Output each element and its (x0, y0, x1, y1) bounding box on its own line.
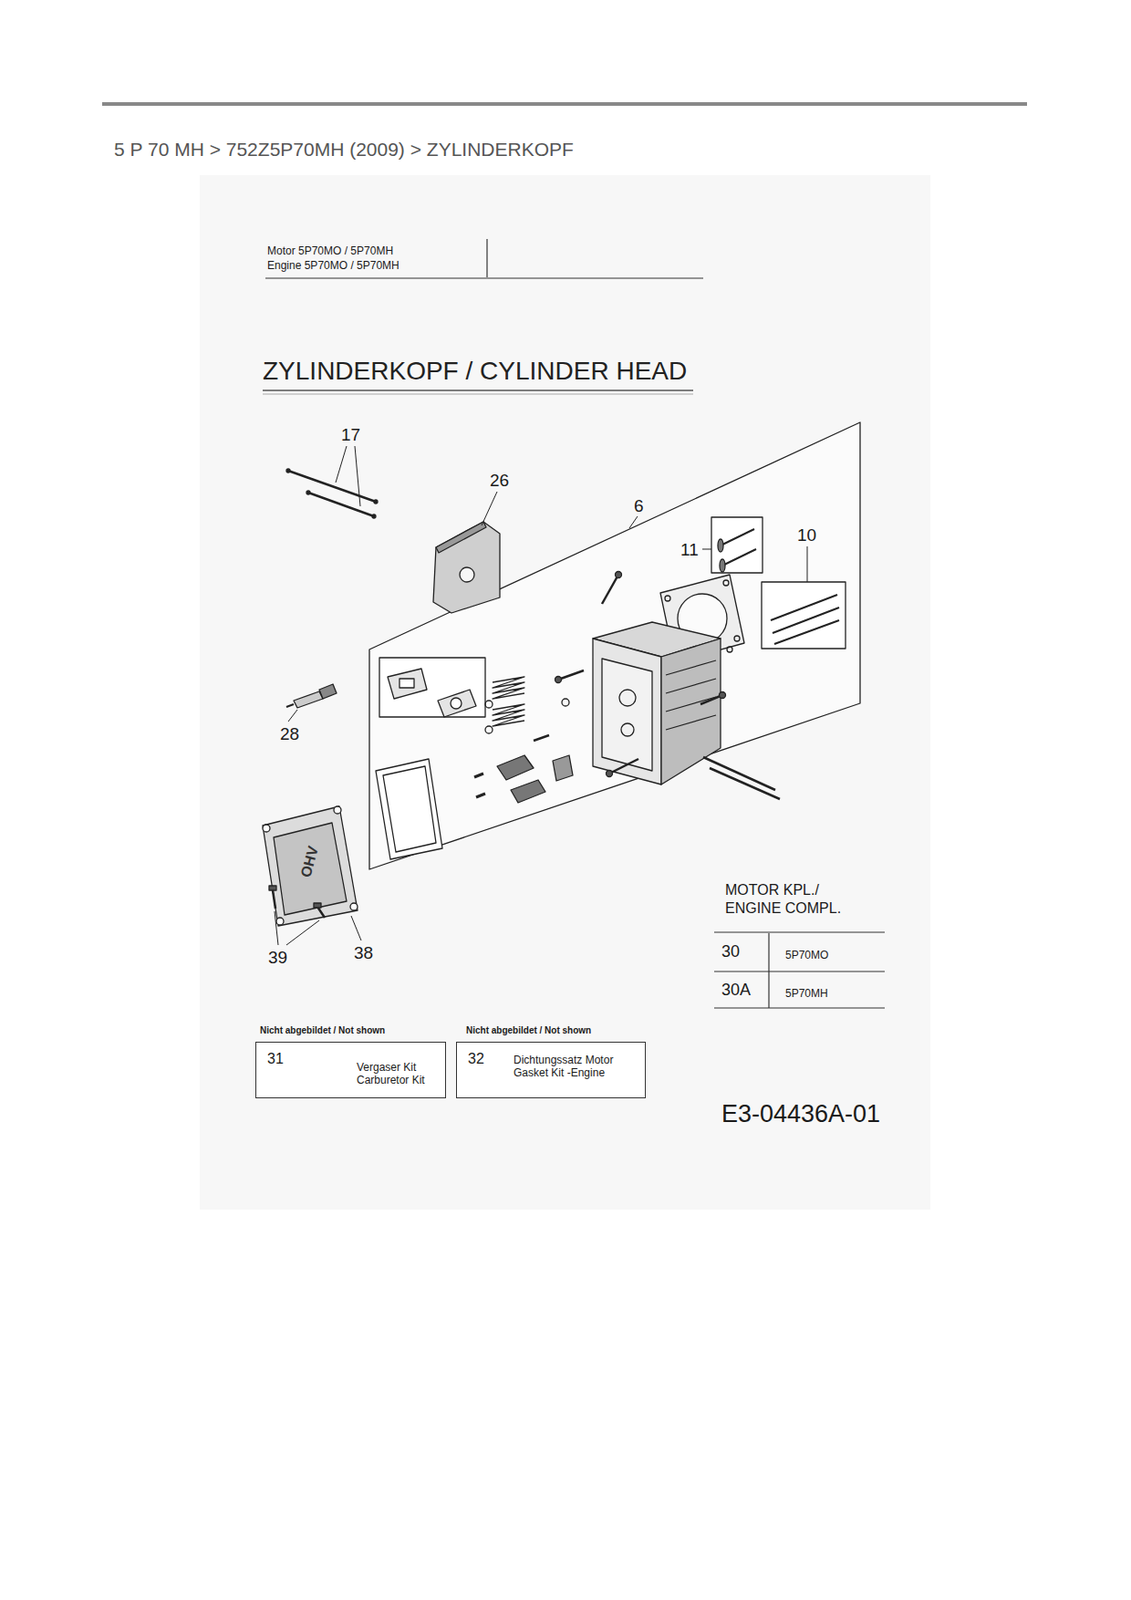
engine-header: Motor 5P70MO / 5P70MH Engine 5P70MO / 5P… (267, 244, 427, 273)
part-name: Dichtungssatz Motor Gasket Kit -Engine (513, 1053, 631, 1080)
leader-lines (274, 446, 808, 945)
table-lines (257, 238, 885, 1071)
breadcrumb: 5 P 70 MH > 752Z5P70MH (2009) > ZYLINDER… (114, 137, 574, 161)
drawing-number: E3-04436A-01 (721, 1099, 881, 1129)
table-heading: MOTOR KPL./ ENGINE COMPL. (725, 881, 862, 918)
part-number: 31 (267, 1049, 284, 1068)
part-number: 32 (467, 1049, 485, 1068)
drawing-number: E3-04436A-01 (721, 1099, 881, 1129)
cover-marking: OHV (297, 843, 323, 879)
callout-number: 28 (280, 724, 300, 746)
part-name: Vergaser Kit Carburetor Kit (356, 1060, 441, 1088)
callout-number: 6 (633, 496, 644, 518)
callout-number: 28 (280, 724, 300, 746)
not-shown-note: Nicht abgebildet / Not shown (466, 1025, 592, 1037)
diagram-title: ZYLINDERKOPF / CYLINDER HEAD (262, 355, 687, 387)
callout-number: 10 (797, 525, 817, 547)
part-name: Dichtungssatz Motor Gasket Kit -Engine (513, 1053, 631, 1080)
callout-number: 17 (341, 425, 361, 447)
callout-number: 39 (268, 947, 288, 969)
drawing-ground (199, 175, 931, 1210)
part-number: 32 (467, 1049, 485, 1068)
cover-marking: OHV (297, 843, 323, 879)
callout-number: 39 (268, 947, 288, 969)
callout-number: 11 (680, 539, 699, 561)
table-heading: MOTOR KPL./ ENGINE COMPL. (725, 881, 862, 918)
not-shown-note: Nicht abgebildet / Not shown (259, 1025, 385, 1037)
engine-header: Motor 5P70MO / 5P70MH Engine 5P70MO / 5P… (267, 244, 427, 273)
callout-number: 11 (680, 539, 699, 561)
not-shown-note: Nicht abgebildet / Not shown (259, 1025, 385, 1037)
callout-number: 26 (489, 470, 509, 492)
table-cell: 30 (721, 942, 740, 963)
callout-number: 17 (341, 425, 361, 447)
part-number: 31 (267, 1049, 284, 1068)
breadcrumb: 5 P 70 MH > 752Z5P70MH (2009) > ZYLINDER… (114, 137, 574, 161)
table-cell: 30A (721, 980, 751, 1001)
exploded-view (262, 422, 861, 926)
kit-box: Nicht abgebildet / Not shown32Dichtungss… (456, 1041, 646, 1099)
top-rule (102, 102, 1028, 106)
table-cell: 5P70MH (785, 986, 829, 1000)
part-name: Vergaser Kit Carburetor Kit (356, 1060, 441, 1088)
callout-number: 38 (353, 943, 374, 965)
table-cell: 5P70MO (785, 948, 829, 962)
title-holder: ZYLINDERKOPF / CYLINDER HEAD (262, 355, 687, 387)
title-underline (262, 390, 694, 395)
table-cell: 5P70MO (785, 948, 829, 962)
table-cell: 30A (721, 980, 751, 1001)
callout-number: 6 (633, 496, 644, 518)
callout-number: 10 (797, 525, 817, 547)
callout-number: 38 (353, 943, 374, 965)
not-shown-note: Nicht abgebildet / Not shown (466, 1025, 592, 1037)
table-cell: 30 (721, 942, 740, 963)
kit-box: Nicht abgebildet / Not shown31Vergaser K… (255, 1041, 447, 1099)
callout-number: 26 (489, 470, 509, 492)
table-cell: 5P70MH (785, 986, 829, 1000)
